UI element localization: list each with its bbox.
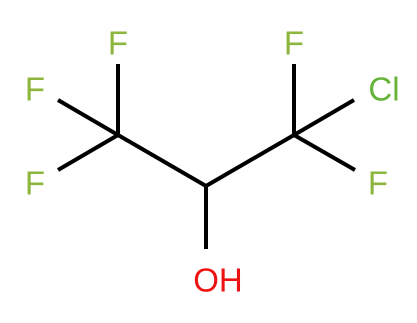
bond-c3-f-right <box>293 133 356 172</box>
atom-label-cl: Cl <box>368 71 399 108</box>
bond-c1-f-bottom <box>56 133 120 172</box>
atom-label-f-top-right: F <box>284 25 304 62</box>
bond-c2-c3 <box>204 133 296 188</box>
atom-label-oh: OH <box>193 262 243 299</box>
bond-c3-cl <box>292 98 356 137</box>
atom-label-f-top-left: F <box>108 25 128 62</box>
atom-label-f-right: F <box>368 165 388 202</box>
atom-label-f-left-upper: F <box>25 71 45 108</box>
atom-label-f-left-lower: F <box>25 165 45 202</box>
bonds <box>56 64 356 249</box>
atom-labels: F F F F F Cl OH <box>25 25 400 299</box>
bond-c1-c2 <box>116 133 208 188</box>
bond-c1-f-left <box>56 98 120 137</box>
